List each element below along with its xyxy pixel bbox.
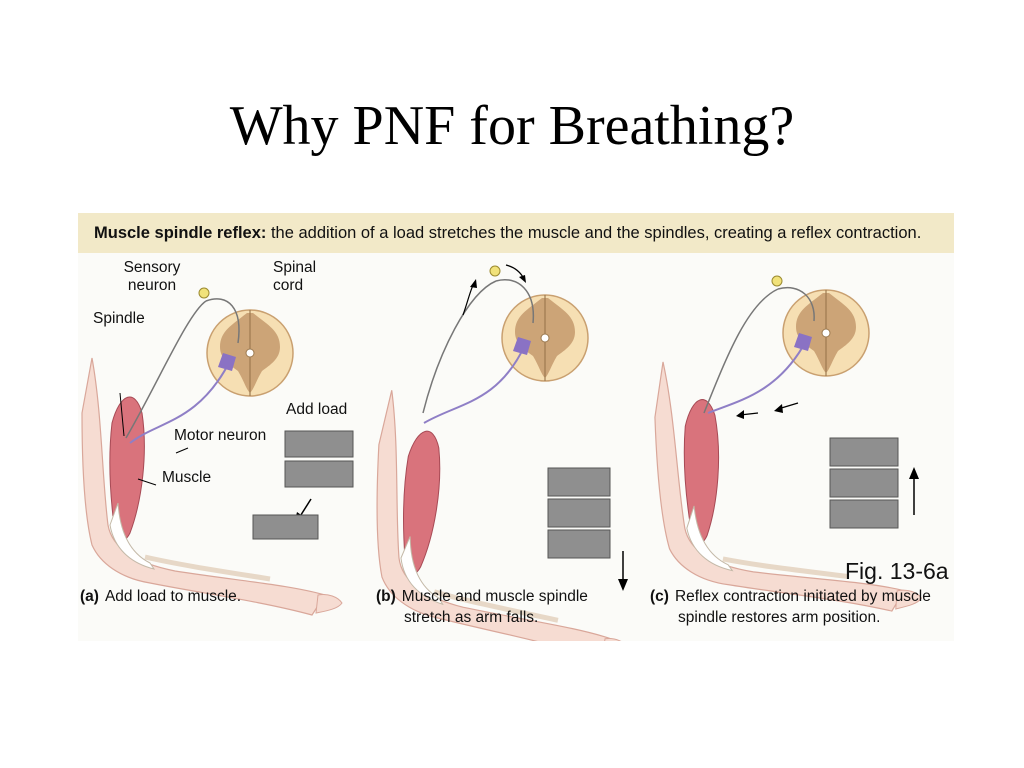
caption-a-line1: Add load to muscle. [104,588,242,605]
caption-b: (b) Muscle and muscle spindle stretch as … [376,586,588,628]
label-sensory-neuron: Sensory neuron [120,259,184,295]
caption-b-line2: stretch as arm falls. [404,609,539,626]
figure-number: Fig. 13-6a [845,558,949,584]
caption-a-letter: (a) [80,588,99,605]
banner-text: the addition of a load stretches the mus… [266,224,922,242]
label-sensory-line1: Sensory [123,259,181,276]
caption-c-line2: spindle restores arm position. [678,609,881,626]
muscle-spindle-reflex-figure: Muscle spindle reflex: the addition of a… [78,213,954,641]
label-add-load: Add load [286,401,348,418]
slide-title: Why PNF for Breathing? [229,95,795,157]
caption-b-letter: (b) [376,588,396,605]
caption-b-line1: Muscle and muscle spindle [401,588,588,605]
label-sensory-line2: neuron [127,277,177,294]
panel-c [653,275,922,619]
reflex-illustration [78,264,954,641]
caption-c-letter: (c) [650,588,669,605]
label-muscle: Muscle [162,469,212,486]
panel-a [82,287,354,615]
label-spinal-line2: cord [273,277,304,294]
label-spinal-line1: Spinal [273,259,317,276]
panel-b [368,264,641,641]
caption-a: (a) Add load to muscle. [80,586,241,607]
caption-c-line1: Reflex contraction initiated by muscle [674,588,931,605]
label-motor-neuron: Motor neuron [174,427,267,444]
caption-c: (c) Reflex contraction initiated by muscl… [650,586,931,628]
label-spindle: Spindle [93,310,145,327]
banner-bold: Muscle spindle reflex: [94,224,267,242]
label-spinal-cord: Spinal cord [273,259,316,295]
figure-banner: Muscle spindle reflex: the addition of a… [78,213,954,253]
